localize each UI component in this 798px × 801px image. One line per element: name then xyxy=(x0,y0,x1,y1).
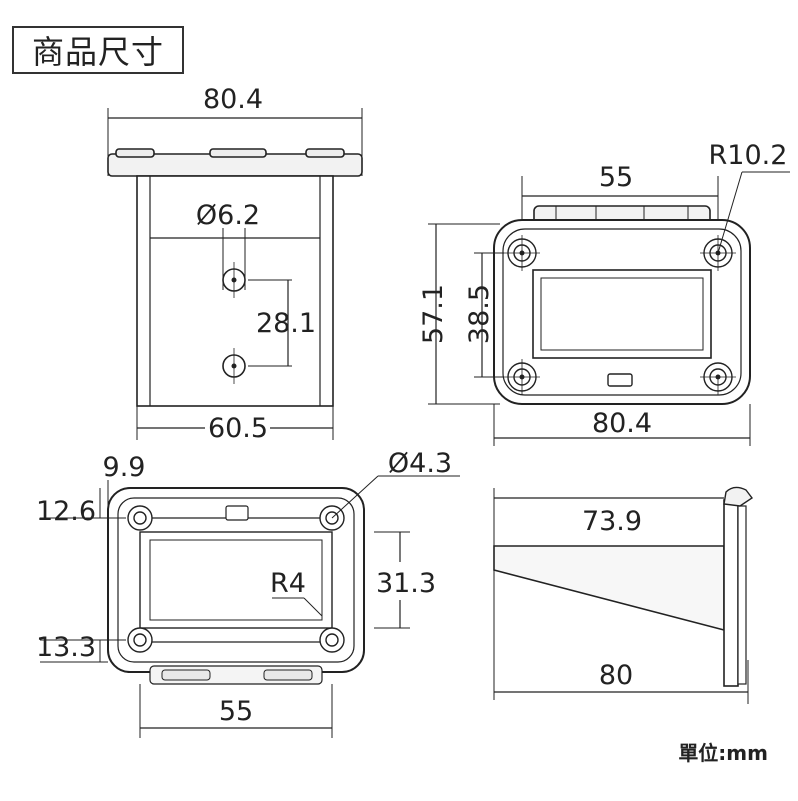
inner-offset-bottom-label: 13.3 xyxy=(36,632,96,663)
side-depth-top-label: 73.9 xyxy=(582,506,642,537)
inner-hole-diameter-label: Ø4.3 xyxy=(388,448,452,479)
back-height-outer-label: 57.1 xyxy=(418,284,449,344)
back-hole-spacing-label: 55 xyxy=(599,162,633,193)
back-height-inner-label: 38.5 xyxy=(464,284,495,344)
side-depth-bottom-label: 80 xyxy=(599,660,633,691)
page-title: 商品尺寸 xyxy=(31,33,164,71)
inner-offset-x-label: 9.9 xyxy=(103,452,146,483)
front-width-top-label: 80.4 xyxy=(203,84,263,115)
front-width-bottom-label: 60.5 xyxy=(208,413,268,444)
front-hole-spacing-label: 28.1 xyxy=(256,308,316,339)
side-view xyxy=(493,486,754,704)
inner-height-label: 31.3 xyxy=(376,568,436,599)
front-view xyxy=(107,108,363,440)
back-view xyxy=(428,171,790,446)
title-box: 商品尺寸 xyxy=(12,26,184,74)
back-width-label: 80.4 xyxy=(592,408,652,439)
front-hole-diameter-label: Ø6.2 xyxy=(196,200,260,231)
inner-width-bottom-label: 55 xyxy=(219,696,253,727)
unit-label: 單位:mm xyxy=(678,741,768,765)
back-corner-radius-label: R10.2 xyxy=(709,140,788,171)
inner-corner-radius-label: R4 xyxy=(270,568,306,599)
inner-offset-top-label: 12.6 xyxy=(36,496,96,527)
inner-view xyxy=(40,475,460,738)
